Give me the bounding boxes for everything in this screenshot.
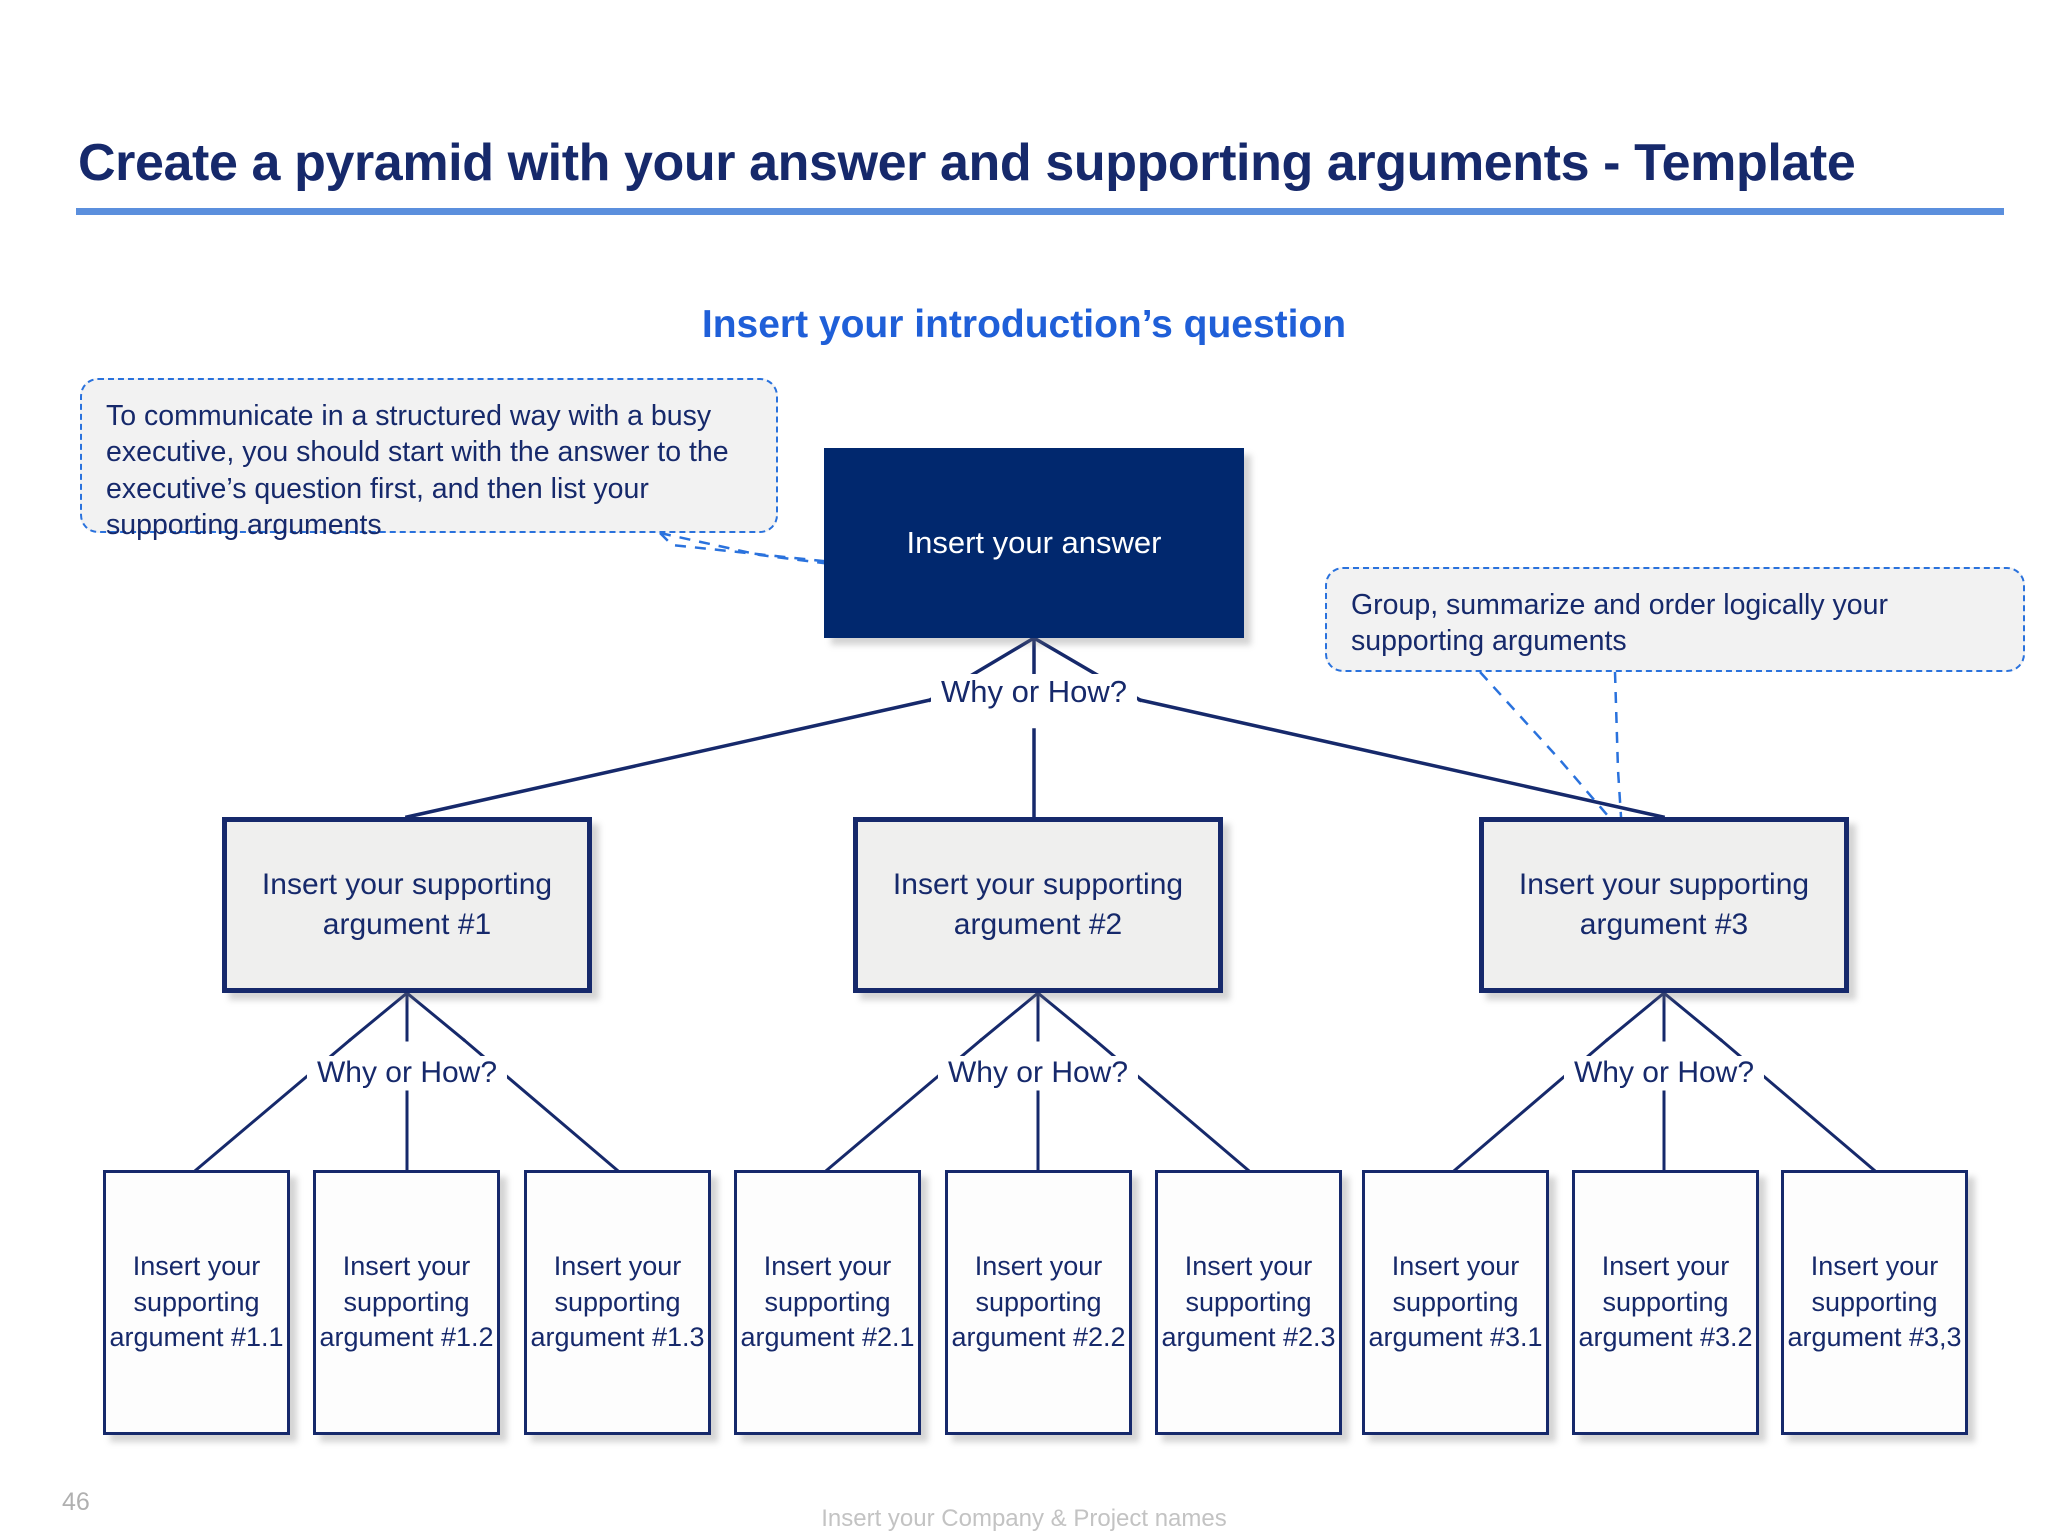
leaf-box-1-1[interactable]: Insert your supporting argument #1.1 bbox=[103, 1170, 290, 1435]
leaf-box-3-2[interactable]: Insert your supporting argument #3.2 bbox=[1572, 1170, 1759, 1435]
page-number: 46 bbox=[62, 1488, 90, 1516]
answer-box[interactable]: Insert your answer bbox=[824, 448, 1244, 638]
callout-left: To communicate in a structured way with … bbox=[80, 378, 778, 541]
connector-label-top: Why or How? bbox=[930, 674, 1138, 710]
leaf-box-2-2[interactable]: Insert your supporting argument #2.2 bbox=[945, 1170, 1132, 1435]
leaf-box-3-3[interactable]: Insert your supporting argument #3,3 bbox=[1781, 1170, 1968, 1435]
supporting-argument-box-2[interactable]: Insert your supporting argument #2 bbox=[853, 817, 1223, 993]
page-title: Create a pyramid with your answer and su… bbox=[78, 134, 1856, 192]
subtitle-introduction-question: Insert your introduction’s question bbox=[701, 303, 1347, 346]
connector-label-group-3: Why or How? bbox=[1563, 1056, 1765, 1090]
callout-right: Group, summarize and order logically you… bbox=[1325, 567, 2025, 672]
leaf-box-1-3[interactable]: Insert your supporting argument #1.3 bbox=[524, 1170, 711, 1435]
supporting-argument-box-3[interactable]: Insert your supporting argument #3 bbox=[1479, 817, 1849, 993]
supporting-argument-box-1[interactable]: Insert your supporting argument #1 bbox=[222, 817, 592, 993]
connector-label-group-2: Why or How? bbox=[937, 1056, 1139, 1090]
leaf-box-2-3[interactable]: Insert your supporting argument #2.3 bbox=[1155, 1170, 1342, 1435]
leaf-box-1-2[interactable]: Insert your supporting argument #1.2 bbox=[313, 1170, 500, 1435]
title-underline-rule bbox=[76, 208, 2004, 215]
leaf-box-2-1[interactable]: Insert your supporting argument #2.1 bbox=[734, 1170, 921, 1435]
leaf-box-3-1[interactable]: Insert your supporting argument #3.1 bbox=[1362, 1170, 1549, 1435]
footer-note: Insert your Company & Project names bbox=[821, 1505, 1227, 1532]
connector-label-group-1: Why or How? bbox=[306, 1056, 508, 1090]
